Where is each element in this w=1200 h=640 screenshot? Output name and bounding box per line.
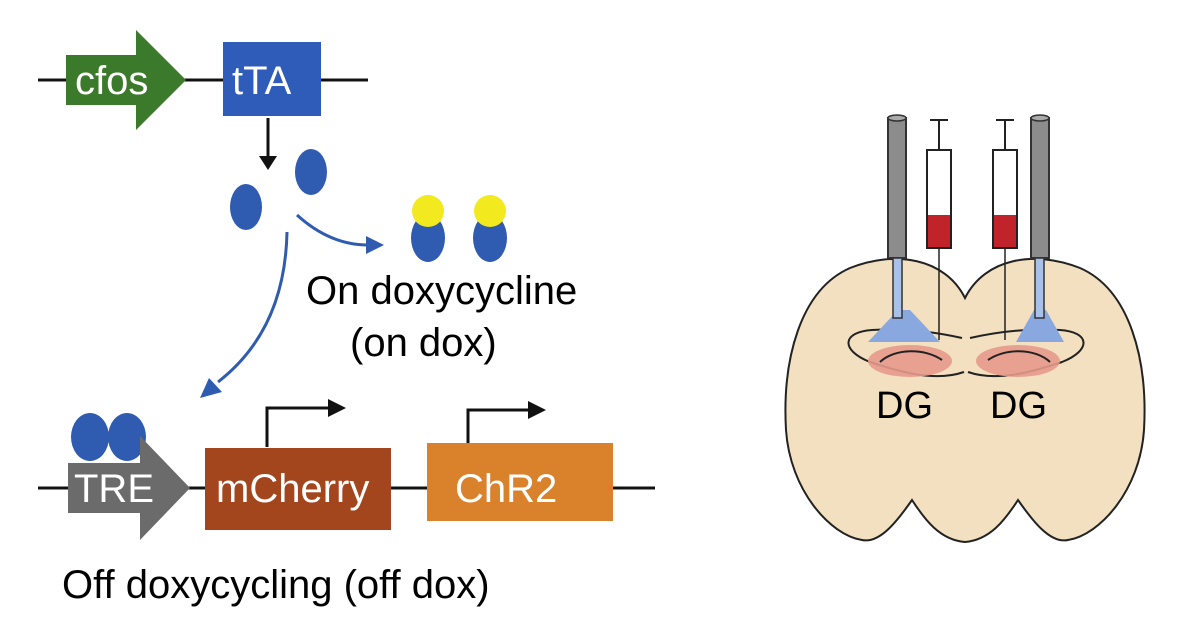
on-dox-caption-line2: (on dox) [350,321,497,365]
tta-protein-dox-bound [411,214,445,262]
dg-layer-right [987,350,1051,363]
off-dox-caption: Off doxycycling (off dox) [62,563,490,607]
arrowhead [259,156,277,170]
doxycycline-molecule [412,195,444,227]
dox-binding-arrow [295,213,369,247]
chr2-box [427,443,613,521]
arrowhead [328,399,346,417]
mcherry-box [205,448,391,530]
cfos-promoter: cfos [66,30,186,130]
light-cone-left [868,310,940,342]
cfos-arrow-shape [66,30,186,130]
chr2-label: ChR2 [455,467,557,511]
dentate-gyrus-left [868,345,952,377]
tta-protein [230,184,262,230]
tta-protein [295,149,327,195]
dg-label-right: DG [990,385,1047,427]
brain-panel: DG DG [784,114,1146,544]
tta-protein-bound [108,413,146,461]
optic-fiber-right [1030,114,1050,319]
brain-section [784,257,1146,544]
tta-protein-bound [71,413,109,461]
dg-label-left: DG [876,385,933,427]
on-dox-caption-line1: On doxycycline [306,269,577,313]
tre-binding-arrow [217,231,289,384]
expression-arrow [259,118,277,170]
tta-label: tTA [232,59,292,103]
dg-layer-left [879,350,943,363]
virus-fill [994,215,1016,247]
cfos-label: cfos [75,59,148,103]
tre-promoter: TRE [68,436,190,540]
optic-fiber-left [887,114,907,319]
tta-box [223,42,321,116]
tta-gene: tTA [223,42,321,116]
arrowhead [200,378,222,398]
arrowhead [528,401,546,419]
light-cone-right [1016,310,1064,342]
tta-protein-dox-bound [473,214,507,262]
mcherry-tss-arrow [265,399,346,447]
injection-syringe-left [926,119,952,340]
tre-label: TRE [74,467,154,511]
virus-fill [928,215,950,247]
construct-panel: cfos tTA On doxycycline (on dox) [38,30,655,607]
arrowhead [366,236,384,254]
mcherry-label: mCherry [216,467,369,511]
chr2-tss-arrow [466,401,546,443]
dentate-gyrus-right [976,345,1060,377]
doxycycline-molecule [474,195,506,227]
mcherry-gene: mCherry [205,448,391,530]
chr2-gene: ChR2 [427,443,613,521]
tre-arrow-shape [68,436,190,540]
injection-syringe-right [992,119,1018,340]
